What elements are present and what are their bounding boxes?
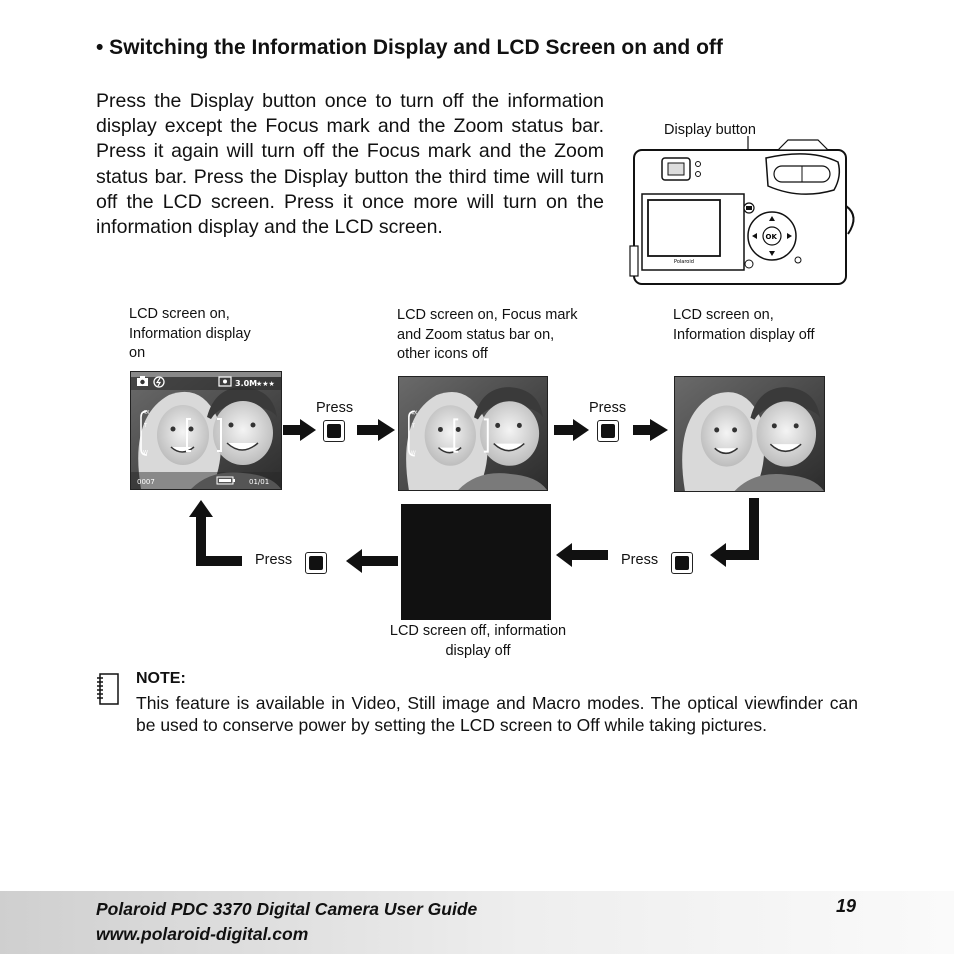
press-label-4: Press bbox=[255, 552, 293, 568]
shot-count-text: 0007 bbox=[137, 478, 155, 486]
note-notepad-icon bbox=[97, 673, 119, 705]
page-number: 19 bbox=[836, 896, 857, 916]
date-text: 01/01 bbox=[249, 478, 269, 486]
zoom-w-label: W bbox=[143, 450, 148, 456]
battery-icon bbox=[216, 476, 235, 485]
display-button-icon-1 bbox=[323, 420, 345, 442]
lcd-screen-focus-zoom-on: 4X T W bbox=[398, 376, 548, 491]
note-body: This feature is available in Video, Stil… bbox=[136, 693, 858, 736]
display-button-icon-2 bbox=[597, 420, 619, 442]
arrow-left-up bbox=[189, 500, 398, 573]
display-button-callout-label: Display button bbox=[664, 122, 756, 138]
press-label-2: Press bbox=[589, 400, 627, 416]
footer-website-link[interactable]: www.polaroid-digital.com bbox=[96, 924, 309, 944]
display-button-icon-3 bbox=[671, 552, 693, 574]
ok-text: OK bbox=[766, 233, 778, 241]
quality-stars: ★★★ bbox=[256, 380, 275, 388]
zoom-t-label: T bbox=[143, 423, 148, 429]
display-button-icon-4 bbox=[305, 552, 327, 574]
section-heading: • Switching the Information Display and … bbox=[96, 36, 723, 59]
press-label-3: Press bbox=[621, 552, 659, 568]
state2-caption: LCD screen on, Focus mark and Zoom statu… bbox=[397, 307, 578, 362]
lcd-screen-info-on: 3.0M ★★★ 4X T W 0007 01/01 bbox=[130, 371, 282, 490]
note-title: NOTE: bbox=[136, 670, 186, 687]
zoom-t-label-2: T bbox=[411, 423, 416, 429]
intro-paragraph: Press the Display button once to turn of… bbox=[96, 90, 604, 239]
zoom-w-label-2: W bbox=[411, 451, 416, 457]
state3-caption: LCD screen on, Information display off bbox=[673, 307, 815, 343]
state4-caption: LCD screen off, information display off bbox=[389, 623, 567, 659]
lcd-screen-info-off bbox=[674, 376, 825, 492]
resolution-text: 3.0M bbox=[235, 379, 257, 388]
zoom-max-label-2: 4X bbox=[411, 410, 418, 416]
footer-guide-title: Polaroid PDC 3370 Digital Camera User Gu… bbox=[96, 899, 478, 919]
flash-icon bbox=[153, 376, 165, 388]
page-footer bbox=[0, 891, 954, 954]
lcd-screen-off bbox=[401, 504, 551, 620]
metering-icon bbox=[218, 376, 232, 387]
camera-mode-icon bbox=[137, 376, 148, 386]
state1-caption: LCD screen on, Information display on bbox=[129, 306, 251, 361]
camera-back-illustration: Polaroid OK bbox=[629, 136, 855, 285]
zoom-max-label: 4X bbox=[143, 410, 150, 416]
camera-brand-text: Polaroid bbox=[674, 259, 694, 265]
press-label-1: Press bbox=[316, 400, 354, 416]
